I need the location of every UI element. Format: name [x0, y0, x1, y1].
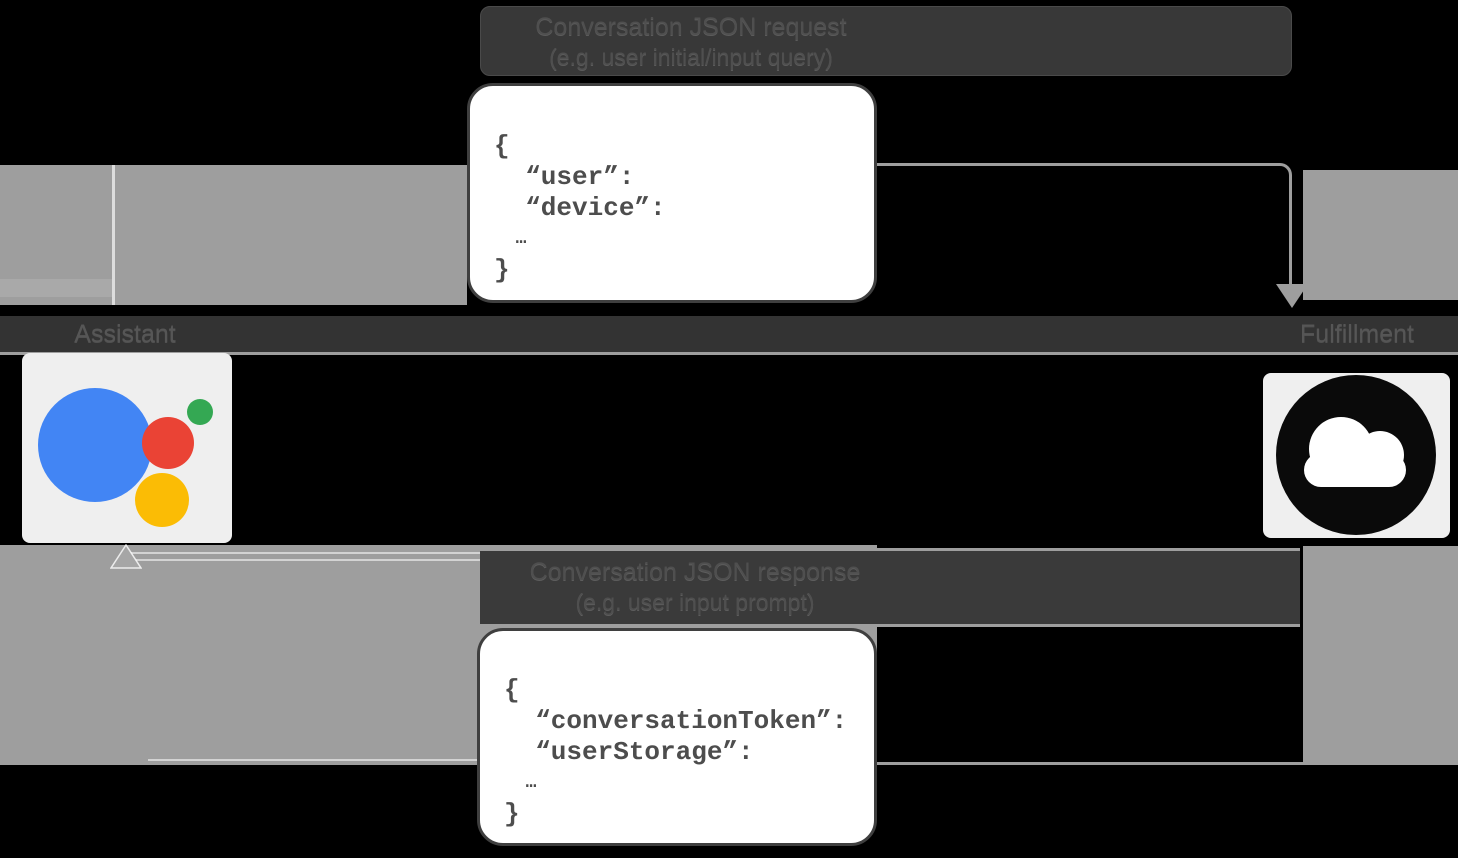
request-label-line1: Conversation JSON request [535, 13, 847, 41]
code-line: “userStorage”: [504, 737, 754, 767]
request-connector-line [877, 163, 1292, 288]
code-line: “conversationToken”: [504, 706, 848, 736]
assistant-yellow-dot [135, 473, 189, 527]
divider-line [0, 352, 1458, 355]
code-line: “user”: [494, 162, 635, 192]
response-label-strip: Conversation JSON response (e.g. user in… [480, 548, 1300, 627]
cloud-base [1304, 453, 1406, 487]
code-line: } [504, 799, 520, 829]
code-line: { [494, 131, 510, 161]
code-line: … [504, 773, 537, 793]
request-arrow-body [0, 165, 467, 305]
response-label: Conversation JSON response (e.g. user in… [480, 557, 910, 616]
request-label-line2: (e.g. user initial/input query) [549, 44, 833, 70]
fulfillment-tile [1263, 373, 1450, 538]
response-line-top-b [127, 559, 480, 561]
request-label: Conversation JSON request (e.g. user ini… [481, 12, 901, 71]
request-right-pipe [1303, 170, 1458, 300]
response-label-line1: Conversation JSON response [529, 558, 861, 586]
code-line: “device”: [494, 193, 666, 223]
assistant-blue-dot [38, 388, 152, 502]
response-json-box: { “conversationToken”: “userStorage”: … … [477, 628, 877, 846]
response-line-bottom [877, 762, 1304, 765]
response-line-bottom-left [148, 759, 477, 761]
up-arrowhead-icon [110, 544, 142, 569]
response-label-line2: (e.g. user input prompt) [575, 589, 815, 615]
request-label-strip: Conversation JSON request (e.g. user ini… [480, 6, 1292, 76]
request-arrow-divider [112, 165, 115, 305]
assistant-tile [22, 353, 232, 543]
code-line: { [504, 675, 520, 705]
response-right-pipe [1303, 546, 1458, 765]
assistant-red-dot [142, 417, 194, 469]
response-line-top-a [127, 552, 480, 554]
code-line: } [494, 255, 510, 285]
request-arrow-highlight [0, 279, 112, 297]
code-line: … [494, 229, 527, 249]
actor-name-row: Assistant Fulfillment [0, 316, 1458, 352]
request-json-box: { “user”: “device”: … } [467, 83, 877, 303]
down-arrowhead-icon [1276, 284, 1308, 308]
fulfillment-label: Fulfillment [1300, 320, 1414, 348]
assistant-label: Assistant [74, 320, 176, 348]
assistant-green-dot [187, 399, 213, 425]
cloud-icon [1276, 375, 1436, 535]
